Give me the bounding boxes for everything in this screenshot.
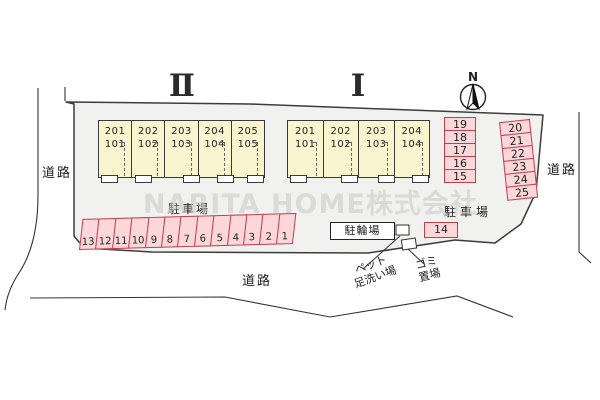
building-1: 201 101 202 102 203 103 204 104 bbox=[287, 120, 430, 183]
unit-lower-number: 101 bbox=[104, 139, 126, 150]
building-2: 201 101 202 102 203 103 204 104 205 105 bbox=[98, 120, 265, 183]
unit-divider-dashed-line bbox=[346, 142, 352, 176]
parking-lot-label: 駐車場 bbox=[168, 202, 211, 216]
unit-divider-dashed-line bbox=[381, 142, 388, 176]
unit-upper-number: 201 bbox=[104, 126, 126, 137]
unit-divider-dashed-line bbox=[218, 142, 225, 176]
entrance-porch bbox=[341, 175, 358, 183]
unit-upper-number: 203 bbox=[171, 126, 192, 137]
unit: 202 102 bbox=[131, 121, 164, 177]
unit-lower-number: 104 bbox=[204, 139, 225, 150]
unit: 204 104 bbox=[197, 121, 231, 177]
unit: 203 103 bbox=[358, 121, 394, 177]
unit: 203 103 bbox=[164, 121, 197, 177]
parking-space-number: 8 bbox=[167, 234, 174, 246]
pet-wash-station bbox=[395, 224, 410, 236]
unit-lower-number: 102 bbox=[138, 139, 159, 150]
parking-space-number: 11 bbox=[114, 235, 128, 248]
unit-upper-number: 204 bbox=[401, 126, 423, 137]
unit: 204 104 bbox=[393, 121, 430, 177]
road-label-right: 道路 bbox=[547, 163, 578, 178]
road-label-bottom: 道路 bbox=[242, 274, 273, 289]
unit-divider-dashed-line bbox=[119, 142, 126, 176]
unit: 202 102 bbox=[322, 121, 359, 177]
compass-north-label: N bbox=[467, 70, 479, 84]
unit-upper-number: 203 bbox=[365, 126, 387, 137]
parking-space: 18 bbox=[444, 130, 476, 144]
parking-space-14: 14 bbox=[424, 222, 458, 238]
garbage-leader-line bbox=[407, 248, 425, 265]
unit-upper-number: 204 bbox=[204, 126, 225, 137]
entrance-porch bbox=[101, 175, 118, 183]
garbage-bin bbox=[400, 237, 418, 251]
unit-lower-number: 103 bbox=[171, 139, 192, 150]
road-edge-lines bbox=[4, 87, 592, 318]
unit-divider-dashed-line bbox=[310, 142, 317, 176]
parking-space-number: 3 bbox=[248, 232, 256, 244]
entrance-porch bbox=[412, 175, 429, 183]
unit-divider-dashed-line bbox=[152, 142, 159, 176]
unit-lower-number: 101 bbox=[294, 139, 316, 150]
parking-space-number: 6 bbox=[199, 233, 207, 245]
bicycle-parking: 駐輪場 bbox=[330, 222, 395, 240]
unit-divider-dashed-line bbox=[252, 142, 259, 176]
unit-lower-number: 103 bbox=[365, 139, 387, 150]
entrance-porch bbox=[290, 175, 307, 183]
building-1-label: Ⅰ bbox=[350, 68, 366, 104]
entrance-porch bbox=[217, 175, 234, 183]
entrance-porch bbox=[378, 175, 395, 183]
parking-space-number: 7 bbox=[183, 233, 191, 246]
entrance-porch bbox=[247, 175, 264, 183]
unit-upper-number: 205 bbox=[237, 126, 259, 137]
unit-lower-number: 102 bbox=[330, 139, 352, 150]
entrance-porch bbox=[183, 175, 200, 183]
parking-lot-label-right: 駐車場 bbox=[444, 205, 493, 219]
watermark: NARITA HOME株式会社 bbox=[143, 189, 478, 220]
unit: 205 105 bbox=[230, 121, 264, 177]
entrance-porch bbox=[135, 175, 152, 183]
parking-space-number: 13 bbox=[81, 236, 95, 248]
unit-lower-number: 105 bbox=[237, 139, 259, 150]
unit-divider-dashed-line bbox=[417, 142, 423, 176]
unit-upper-number: 201 bbox=[294, 126, 316, 137]
parking-space-number: 2 bbox=[265, 231, 273, 243]
unit-upper-number: 202 bbox=[138, 126, 159, 137]
unit-lower-number: 104 bbox=[401, 139, 423, 150]
parking-space: 17 bbox=[444, 143, 476, 157]
parking-space-number: 1 bbox=[281, 231, 289, 243]
unit-divider-dashed-line bbox=[185, 142, 192, 176]
building-2-label: Ⅱ bbox=[168, 68, 196, 104]
parking-space-number: 12 bbox=[98, 236, 112, 248]
parking-space: 15 bbox=[444, 169, 476, 183]
unit: 201 101 bbox=[99, 121, 131, 177]
unit: 201 101 bbox=[288, 121, 323, 177]
north-compass-icon bbox=[459, 83, 487, 111]
parking-space: 19 bbox=[444, 117, 476, 131]
parking-space-number: 10 bbox=[131, 235, 145, 247]
unit-upper-number: 202 bbox=[330, 126, 352, 137]
parking-column-inner: 19 18 17 16 15 bbox=[444, 117, 476, 183]
parking-space-number: 9 bbox=[150, 234, 158, 247]
pet-wash-leader-line bbox=[362, 235, 401, 270]
parking-space-number: 4 bbox=[232, 232, 240, 244]
parking-space: 16 bbox=[444, 156, 476, 170]
road-label-left: 道路 bbox=[42, 166, 73, 181]
parking-space-number: 5 bbox=[216, 233, 223, 245]
